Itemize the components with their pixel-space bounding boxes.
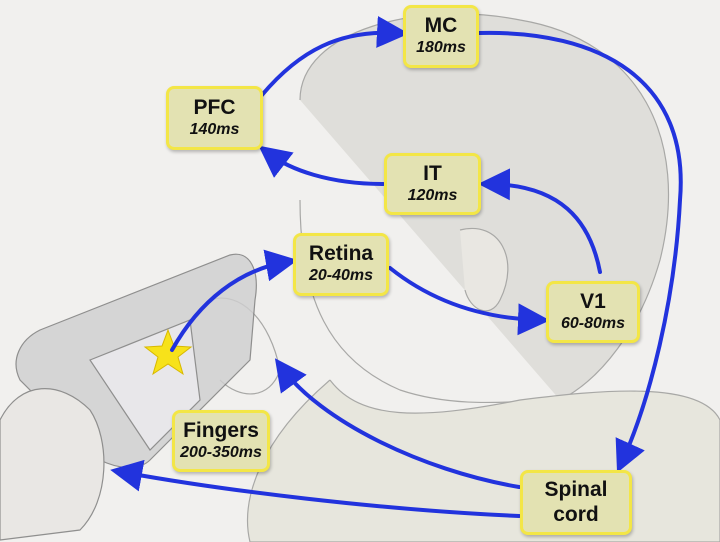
arrow-spinal-cord-to-hand: [274, 358, 521, 489]
arrow-star-to-retina: [170, 249, 298, 352]
star-icon: [143, 328, 193, 376]
node-name: Retina: [308, 242, 374, 266]
node-name-line2: cord: [553, 502, 599, 526]
arrow-spinal-cord-to-fingers: [110, 459, 521, 518]
node-fingers: Fingers 200-350ms: [172, 410, 270, 472]
arrow-retina-to-v1: [388, 266, 550, 336]
node-name: IT: [423, 161, 442, 185]
node-latency: 20-40ms: [308, 267, 374, 285]
node-name: PFC: [193, 95, 236, 119]
node-name: Spinal: [544, 478, 608, 502]
arrow-pfc-to-mc: [260, 15, 409, 97]
node-latency: 200-350ms: [180, 443, 262, 461]
node-latency: 140ms: [189, 120, 240, 138]
arrow-v1-to-it: [478, 168, 602, 274]
node-retina: Retina 20-40ms: [293, 233, 389, 296]
node-v1: V1 60-80ms: [546, 281, 640, 343]
boy-sketch: [209, 13, 720, 542]
node-it: IT 120ms: [384, 153, 481, 215]
arrow-mc-to-spinal-cord: [477, 30, 683, 473]
node-latency: 180ms: [416, 39, 466, 57]
node-name: V1: [580, 289, 606, 313]
node-name: MC: [424, 14, 458, 38]
node-latency: 120ms: [407, 186, 458, 204]
node-name: Fingers: [183, 418, 259, 442]
handheld-console-sketch: [0, 253, 257, 541]
node-spinal-cord: Spinal cord: [520, 470, 632, 535]
node-latency: 60-80ms: [560, 314, 626, 332]
node-pfc: PFC 140ms: [166, 86, 263, 150]
arrow-it-to-pfc: [258, 145, 385, 186]
node-mc: MC 180ms: [403, 5, 479, 68]
